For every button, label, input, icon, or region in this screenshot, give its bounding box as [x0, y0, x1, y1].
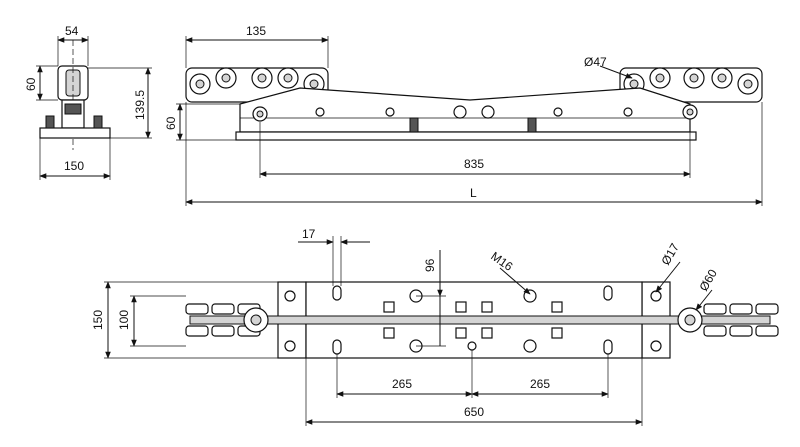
- side-wheel: [65, 69, 81, 97]
- plan-view: 17 96 M16 Ø17 Ø60 150 100 265 265: [91, 227, 779, 426]
- dim-139-5: 139.5: [133, 90, 147, 120]
- dim-265-left: 265: [392, 377, 412, 391]
- side-bolt-left: [45, 115, 55, 129]
- dim-100: 100: [117, 310, 131, 330]
- dim-17: 17: [302, 227, 316, 241]
- side-base-plate: [39, 127, 111, 139]
- centre-rail: [189, 315, 771, 325]
- dim-diameter-47: Ø47: [584, 55, 607, 69]
- right-wheel-rows: [677, 303, 779, 337]
- dim-96: 96: [423, 258, 437, 272]
- dim-L: L: [470, 186, 477, 200]
- dim-135: 135: [246, 24, 266, 38]
- dim-835: 835: [464, 157, 484, 171]
- side-clamp: [64, 103, 82, 115]
- beam-holes: [252, 104, 698, 122]
- dim-150-plan: 150: [91, 310, 105, 330]
- dim-650: 650: [464, 405, 484, 419]
- side-bolt-right: [93, 115, 103, 129]
- side-view: 54 60 139.5 150: [24, 24, 152, 180]
- dim-60-side: 60: [24, 77, 38, 91]
- dim-54: 54: [65, 24, 79, 38]
- beam-bolt-right: [527, 117, 537, 133]
- left-wheel-rows: [185, 303, 269, 337]
- dim-60-front: 60: [164, 116, 178, 130]
- beam-base: [235, 131, 697, 141]
- dim-150-side: 150: [64, 159, 84, 173]
- front-view: 135 Ø47 60 835 L: [164, 24, 763, 206]
- dim-265-right: 265: [530, 377, 550, 391]
- dim-diameter-60: Ø60: [696, 267, 720, 294]
- beam-bolt-left: [409, 117, 419, 133]
